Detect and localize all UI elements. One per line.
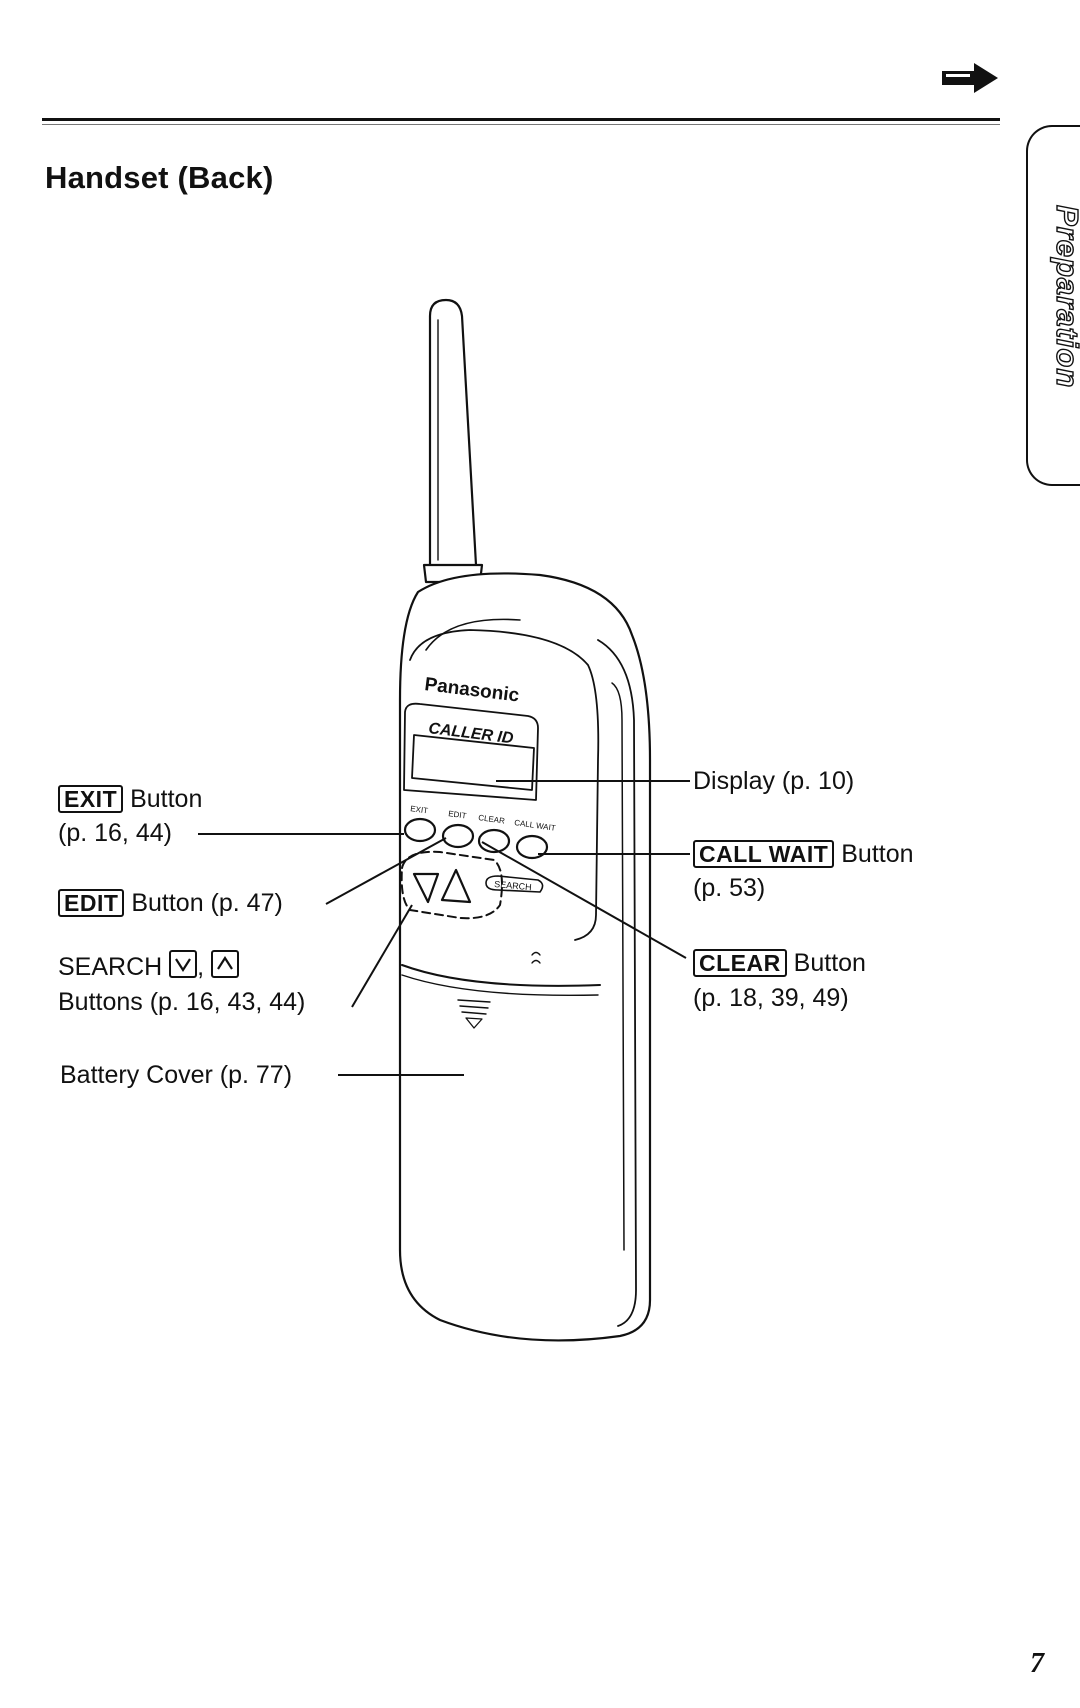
- search-up-icon: [211, 950, 240, 978]
- svg-text:CLEAR: CLEAR: [478, 813, 506, 826]
- exit-button-label: EXIT Button: [58, 782, 202, 816]
- edit-button-label: EDIT Button (p. 47): [58, 886, 283, 920]
- side-tab[interactable]: Preparation: [1026, 125, 1080, 486]
- battery-cover-label: Battery Cover (p. 77): [60, 1061, 293, 1089]
- edit-key: EDIT: [58, 889, 125, 917]
- call-wait-key: CALL WAIT: [693, 840, 835, 868]
- exit-key: EXIT: [58, 785, 124, 813]
- svg-text:EDIT: EDIT: [448, 809, 467, 820]
- display-label: Display (p. 10): [693, 767, 855, 795]
- header-rule-thin: [42, 124, 1000, 125]
- clear-button-pages: (p. 18, 39, 49): [693, 984, 849, 1012]
- search-buttons-pages: Buttons (p. 16, 43, 44): [58, 988, 306, 1016]
- svg-text:EXIT: EXIT: [410, 804, 429, 815]
- section-title: Handset (Back): [45, 160, 274, 195]
- exit-button-pages: (p. 16, 44): [58, 819, 172, 847]
- header-rule: [42, 118, 1000, 121]
- page-number: 7: [1030, 1648, 1044, 1679]
- svg-text:SEARCH: SEARCH: [494, 879, 532, 892]
- side-tab-label: Preparation: [1049, 204, 1080, 389]
- clear-key: CLEAR: [693, 949, 787, 977]
- call-wait-button-pages: (p. 53): [693, 874, 766, 902]
- next-page-arrow-icon: [942, 63, 998, 93]
- clear-button-label: CLEAR Button: [693, 946, 866, 980]
- search-down-icon: [169, 950, 198, 978]
- call-wait-button-label: CALL WAIT Button: [693, 837, 914, 871]
- search-buttons-label: SEARCH ,: [58, 950, 240, 984]
